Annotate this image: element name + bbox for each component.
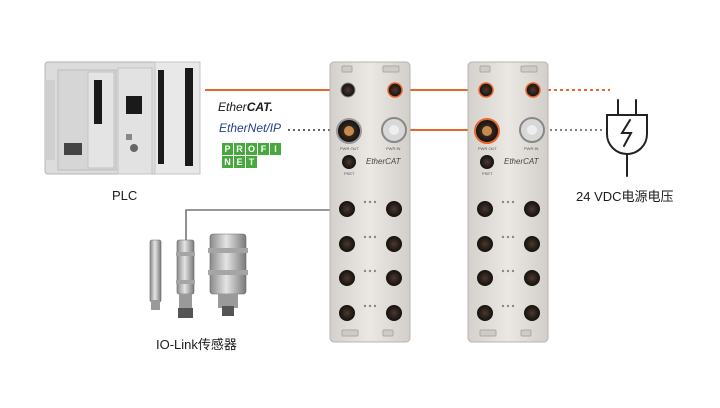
io-link-sensors [149, 233, 248, 318]
profinet-logo: P R O F I N E T [222, 143, 282, 173]
io-module-1 [329, 61, 411, 343]
ethercat-suffix: CAT. [246, 100, 273, 114]
profinet-letter: F [258, 143, 269, 155]
module-1-brand: EtherCAT [366, 157, 401, 166]
sensor-cable [185, 209, 343, 244]
profinet-letter: P [222, 143, 233, 155]
profinet-top-row: P R O F I [222, 143, 282, 155]
profinet-letter: I [270, 143, 281, 155]
plc-unit [44, 61, 201, 175]
module-2-brand: EtherCAT [504, 157, 539, 166]
ethercat-prefix: Ether [218, 100, 247, 114]
ethernet-ip-logo: EtherNet/IP [219, 121, 281, 135]
profinet-letter: R [234, 143, 245, 155]
module-1-pwr-in: PWR IN [386, 146, 401, 151]
io-module-2 [467, 61, 549, 343]
module-1-pwr-out: PWR OUT [340, 146, 359, 151]
profinet-letter: O [246, 143, 257, 155]
plc-label: PLC [112, 188, 138, 203]
module-2-pset: PSET [482, 171, 493, 176]
profinet-letter: N [222, 156, 233, 168]
io-link-sensor-label: IO-Link传感器 [156, 337, 237, 352]
module-2-pwr-in: PWR IN [524, 146, 539, 151]
profinet-bottom-row: N E T [222, 156, 282, 168]
profinet-letter: E [234, 156, 245, 168]
ethernet-ip-text: EtherNet/IP [219, 121, 282, 135]
power-plug-icon [606, 99, 648, 177]
profinet-letter: T [246, 156, 257, 168]
module-1-pset: PSET [344, 171, 355, 176]
power-supply-label: 24 VDC电源电压 [576, 189, 674, 204]
ethercat-logo: EtherCAT. [218, 100, 273, 114]
module-2-pwr-out: PWR OUT [478, 146, 497, 151]
